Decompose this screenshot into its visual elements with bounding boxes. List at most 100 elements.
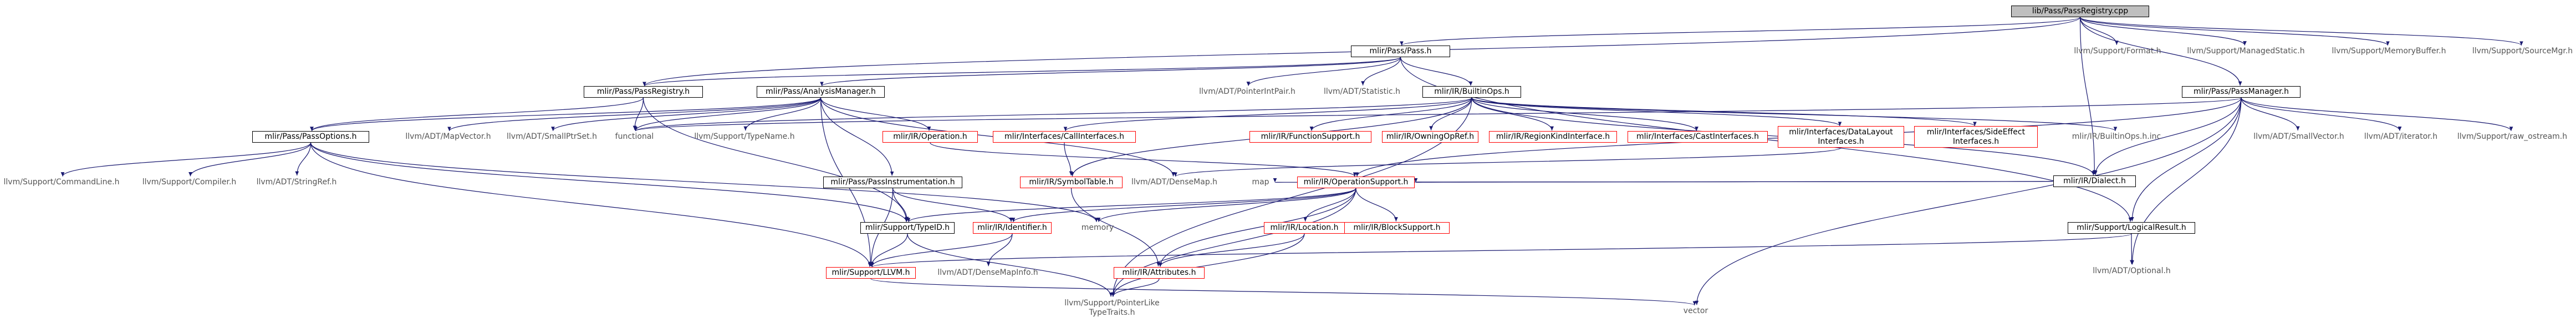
- node-operation[interactable]: mlir/IR/Operation.h: [883, 131, 978, 143]
- edge-identifier-to-llvmh: [870, 233, 1013, 267]
- edge-passmgr-to-vector: [1695, 97, 2242, 305]
- node-root[interactable]: lib/Pass/PassRegistry.cpp: [2011, 6, 2149, 17]
- edge-identifier-to-densemapinfo: [986, 233, 1013, 266]
- node-blocksup[interactable]: mlir/IR/BlockSupport.h: [1344, 222, 1450, 234]
- node-identifier[interactable]: mlir/IR/Identifier.h: [973, 222, 1052, 234]
- node-rawos: llvm/Support/raw_ostream.h: [2457, 132, 2568, 141]
- node-mapvec: llvm/ADT/MapVector.h: [405, 132, 491, 141]
- node-smallvec: llvm/ADT/SmallVector.h: [2253, 132, 2344, 141]
- edge-passopt-to-llvmh: [310, 142, 872, 267]
- node-srcmgr: llvm/Support/SourceMgr.h: [2472, 47, 2573, 56]
- node-ptrlike: llvm/Support/PointerLike TypeTraits.h: [1064, 298, 1160, 317]
- edge-location-to-ptrlike: [1111, 233, 1305, 297]
- edge-builtin-to-funcsup: [1309, 97, 1472, 131]
- edge-analysis-to-passinst: [820, 97, 894, 176]
- node-attributes[interactable]: mlir/IR/Attributes.h: [1114, 267, 1205, 279]
- edge-datalayout-to-densemap: [1174, 147, 1842, 177]
- edge-passmgr-to-rawos: [2241, 97, 2513, 132]
- edge-passmgr-to-optional: [2130, 97, 2242, 265]
- edge-group: [60, 17, 2523, 306]
- node-symtab[interactable]: mlir/IR/SymbolTable.h: [1020, 177, 1123, 188]
- node-dialect[interactable]: mlir/IR/Dialect.h: [2053, 175, 2136, 187]
- edge-passmgr-to-functional: [634, 97, 2242, 132]
- node-passopt[interactable]: mlir/Pass/PassOptions.h: [252, 131, 369, 143]
- node-stringref: llvm/ADT/StringRef.h: [256, 178, 337, 187]
- node-castif[interactable]: mlir/Interfaces/CastInterfaces.h: [1628, 131, 1768, 143]
- edge-passmgr-to-iterator: [2241, 97, 2402, 131]
- node-analysis[interactable]: mlir/Pass/AnalysisManager.h: [757, 86, 885, 98]
- edge-llvmh-to-vector: [870, 278, 1696, 306]
- node-region[interactable]: mlir/IR/RegionKindInterface.h: [1489, 131, 1617, 143]
- node-builtininc: mlir/IR/BuiltinOps.h.inc: [2072, 132, 2161, 141]
- edge-passreg-to-passopt: [310, 97, 644, 132]
- edge-opsupport-to-identifier: [1011, 188, 1356, 223]
- edge-attributes-to-ptrlike: [1111, 278, 1160, 297]
- node-typeid[interactable]: mlir/Support/TypeID.h: [860, 222, 955, 234]
- node-fmt: llvm/Support/Format.h: [2074, 47, 2161, 56]
- edge-opsupport-to-attributes: [1158, 188, 1356, 267]
- edge-passopt-to-stringref: [295, 142, 312, 176]
- edge-typeid-to-ptrlike: [907, 233, 1113, 297]
- edge-analysis-to-functional: [634, 97, 822, 131]
- edge-opsupport-to-memory: [1096, 188, 1356, 222]
- node-sideeffect[interactable]: mlir/Interfaces/SideEffect Interfaces.h: [1914, 126, 2038, 148]
- node-ptrint: llvm/ADT/PointerIntPair.h: [1199, 87, 1295, 96]
- node-builtin[interactable]: mlir/IR/BuiltinOps.h: [1422, 86, 1521, 98]
- edge-builtin-to-builtininc: [1471, 97, 2118, 132]
- edge-analysis-to-typename: [743, 97, 822, 131]
- edge-builtin-to-castif: [1471, 97, 1698, 131]
- node-passreg[interactable]: mlir/Pass/PassRegistry.h: [584, 86, 703, 98]
- node-opsupport[interactable]: mlir/IR/OperationSupport.h: [1297, 177, 1415, 188]
- edge-passh-to-analysis: [820, 57, 1401, 87]
- node-vector: vector: [1683, 306, 1708, 315]
- node-compiler: llvm/Support/Compiler.h: [142, 178, 237, 187]
- edge-callif-to-symtab: [1064, 142, 1073, 176]
- node-owning[interactable]: mlir/IR/OwningOpRef.h: [1382, 131, 1478, 143]
- edge-root-to-passmgr: [2079, 17, 2242, 86]
- edge-passopt-to-cmdline: [60, 142, 312, 177]
- node-passinst[interactable]: mlir/Pass/PassInstrumentation.h: [823, 177, 962, 188]
- node-densemap: llvm/ADT/DenseMap.h: [1131, 178, 1218, 187]
- node-stat: llvm/ADT/Statistic.h: [1323, 87, 1401, 96]
- node-iterator: llvm/ADT/iterator.h: [2364, 132, 2438, 141]
- node-passmgr[interactable]: mlir/Pass/PassManager.h: [2182, 86, 2300, 98]
- node-smallptr: llvm/ADT/SmallPtrSet.h: [507, 132, 597, 141]
- node-typename: llvm/Support/TypeName.h: [694, 132, 795, 141]
- node-logical[interactable]: mlir/Support/LogicalResult.h: [2068, 222, 2195, 234]
- edge-opsupport-to-blocksup: [1355, 188, 1398, 222]
- edge-location-to-attributes: [1158, 233, 1305, 267]
- node-mstatic: llvm/Support/ManagedStatic.h: [2187, 47, 2305, 56]
- node-passh[interactable]: mlir/Pass/Pass.h: [1351, 46, 1450, 57]
- edge-analysis-to-operation: [820, 97, 931, 131]
- edge-builtin-to-functional: [634, 97, 1472, 132]
- edge-root-to-membuf: [2079, 17, 2390, 46]
- edge-passh-to-ptrint: [1246, 57, 1401, 86]
- node-location[interactable]: mlir/IR/Location.h: [1264, 222, 1345, 234]
- node-llvmh[interactable]: mlir/Support/LLVM.h: [826, 267, 916, 279]
- node-optional: llvm/ADT/Optional.h: [2093, 266, 2171, 275]
- node-membuf: llvm/Support/MemoryBuffer.h: [2332, 47, 2446, 56]
- edge-analysis-to-mapvec: [447, 97, 822, 132]
- node-map: map: [1252, 178, 1269, 187]
- node-cmdline: llvm/Support/CommandLine.h: [3, 178, 120, 187]
- edge-passopt-to-memory: [310, 142, 1099, 222]
- edge-root-to-srcmgr: [2079, 17, 2523, 46]
- edge-root-to-passh: [1400, 17, 2081, 46]
- edge-root-to-dialect: [2079, 17, 2096, 175]
- edge-logical-to-llvmh: [870, 233, 2132, 268]
- node-functional: functional: [615, 132, 654, 141]
- edge-passopt-to-typeid: [310, 142, 909, 222]
- edge-builtin-to-callif: [1063, 97, 1472, 132]
- edge-passmgr-to-dialect: [2093, 97, 2242, 175]
- node-datalayout[interactable]: mlir/Interfaces/DataLayout Interfaces.h: [1778, 126, 1904, 148]
- edge-builtin-to-region: [1471, 97, 1554, 131]
- edge-analysis-to-smallptr: [551, 97, 822, 132]
- edge-passinst-to-typeid: [892, 188, 909, 222]
- node-callif[interactable]: mlir/Interfaces/CallInterfaces.h: [993, 131, 1136, 143]
- edge-passh-to-passreg: [642, 57, 1401, 87]
- node-memory: memory: [1081, 223, 1114, 232]
- edge-passopt-to-compiler: [188, 142, 312, 177]
- node-funcsup[interactable]: mlir/IR/FunctionSupport.h: [1249, 131, 1371, 143]
- edge-passh-to-builtin: [1400, 57, 1473, 86]
